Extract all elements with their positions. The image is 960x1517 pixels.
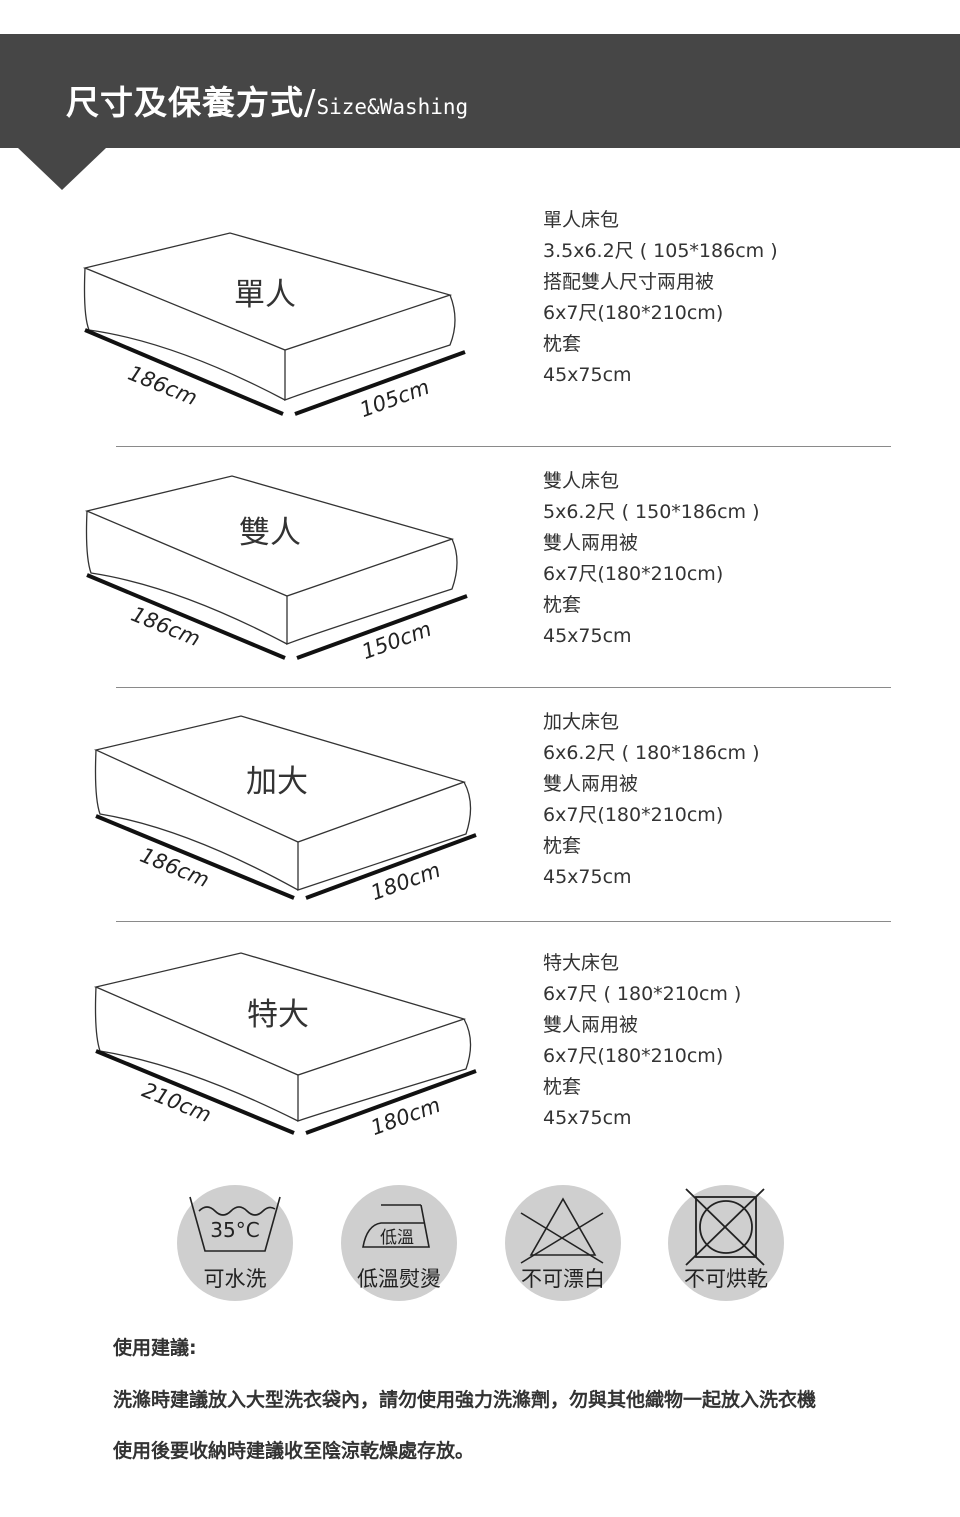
notes-line: 洗滌時建議放入大型洗衣袋內，請勿使用強力洗滌劑，勿與其他織物一起放入洗衣機: [113, 1389, 817, 1411]
spec-line: 枕套: [543, 835, 582, 857]
spec-line: 45x75cm: [543, 364, 632, 386]
spec-line: 雙人兩用被: [543, 773, 639, 795]
spec-line: 6x7尺(180*210cm): [543, 804, 724, 826]
title-slash: /: [304, 83, 317, 123]
bed-width-label: 150cm: [359, 617, 435, 664]
spec-line: 雙人兩用被: [543, 532, 639, 554]
spec-line: 枕套: [543, 1076, 582, 1098]
bed-specs: 特大床包 6x7尺 ( 180*210cm ) 雙人兩用被 6x7尺(180*2…: [543, 948, 741, 1134]
spec-line: 6x7尺(180*210cm): [543, 1045, 724, 1067]
spec-line: 5x6.2尺 ( 150*186cm ): [543, 501, 760, 523]
bed-width-label: 180cm: [368, 1093, 444, 1140]
spec-line: 雙人床包: [543, 470, 620, 492]
bed-diagram: 特大 210cm 180cm: [66, 943, 506, 1163]
iron-icon: 低溫: [362, 1204, 430, 1248]
notes-title: 使用建議:: [113, 1337, 197, 1359]
care-label: 不可烘乾: [684, 1267, 768, 1291]
wash-tub-icon: 35°C: [189, 1196, 281, 1252]
care-label: 低溫熨燙: [357, 1267, 441, 1291]
page-title: 尺寸及保養方式/Size&Washing: [66, 76, 468, 124]
bed-width-label: 105cm: [357, 375, 433, 422]
spec-line: 搭配雙人尺寸兩用被: [543, 271, 715, 293]
spec-line: 6x7尺 ( 180*210cm ): [543, 983, 742, 1005]
spec-line: 枕套: [543, 333, 582, 355]
bed-name: 雙人: [239, 515, 301, 551]
header-banner: [0, 34, 960, 148]
care-item-wash: 35°C 可水洗: [177, 1185, 293, 1301]
title-en: Size&Washing: [316, 95, 469, 119]
spec-line: 45x75cm: [543, 866, 632, 888]
spec-line: 特大床包: [543, 952, 620, 974]
section-divider: [116, 687, 891, 688]
bed-diagram: 雙人 186cm 150cm: [57, 461, 497, 681]
no-bleach-icon: [520, 1197, 604, 1264]
section-divider: [116, 921, 891, 922]
notes-line: 使用後要收納時建議收至陰涼乾燥處存放。: [113, 1440, 475, 1462]
title-cn: 尺寸及保養方式: [66, 83, 304, 122]
bed-specs: 雙人床包 5x6.2尺 ( 150*186cm ) 雙人兩用被 6x7尺(180…: [543, 466, 759, 652]
bed-diagram: 單人 186cm 105cm: [55, 200, 495, 422]
bed-specs: 單人床包 3.5x6.2尺 ( 105*186cm ) 搭配雙人尺寸兩用被 6x…: [543, 205, 778, 391]
spec-line: 3.5x6.2尺 ( 105*186cm ): [543, 240, 778, 262]
spec-line: 加大床包: [543, 711, 620, 733]
care-label: 可水洗: [203, 1267, 267, 1291]
bed-name: 特大: [247, 997, 309, 1033]
spec-line: 45x75cm: [543, 1107, 632, 1129]
bed-width-label: 180cm: [368, 858, 444, 905]
spec-line: 單人床包: [543, 209, 620, 231]
spec-line: 6x7尺(180*210cm): [543, 302, 724, 324]
spec-line: 45x75cm: [543, 625, 632, 647]
care-label: 不可漂白: [521, 1267, 605, 1291]
header-arrow: [18, 148, 106, 190]
spec-line: 枕套: [543, 594, 582, 616]
care-item-bleach: 不可漂白: [505, 1185, 621, 1301]
spec-line: 6x6.2尺 ( 180*186cm ): [543, 742, 760, 764]
care-item-dry: 不可烘乾: [668, 1185, 784, 1301]
iron-temp: 低溫: [380, 1228, 414, 1248]
spec-line: 6x7尺(180*210cm): [543, 563, 724, 585]
care-item-iron: 低溫 低溫熨燙: [341, 1185, 457, 1301]
bed-diagram: 加大 186cm 180cm: [66, 702, 506, 922]
spec-line: 雙人兩用被: [543, 1014, 639, 1036]
no-tumble-dry-icon: [685, 1188, 765, 1266]
bed-name: 單人: [234, 277, 296, 313]
bed-name: 加大: [246, 764, 308, 800]
section-divider: [116, 446, 891, 447]
bed-specs: 加大床包 6x6.2尺 ( 180*186cm ) 雙人兩用被 6x7尺(180…: [543, 707, 759, 893]
bed-length-label: 186cm: [125, 361, 201, 410]
wash-temp: 35°C: [210, 1218, 259, 1242]
